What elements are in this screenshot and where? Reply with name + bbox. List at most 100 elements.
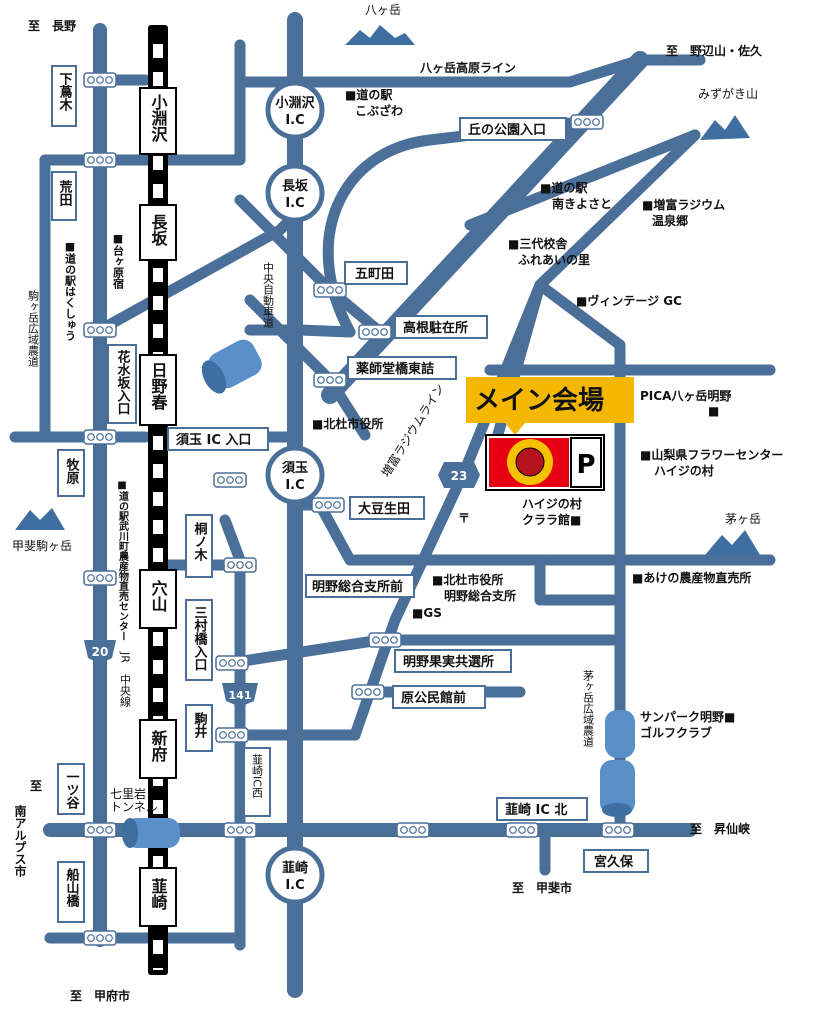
svg-text:長坂: 長坂 — [282, 178, 309, 194]
poi-gs: ■GS — [412, 606, 442, 620]
mountains: 八ヶ岳 みずがき山 茅ヶ岳 甲斐駒ヶ岳 — [12, 3, 761, 555]
intersection-sudama-ic-entrance: 須玉 IC 入口 — [167, 427, 269, 451]
traffic-signal-icon — [215, 727, 249, 743]
traffic-signal-icon — [213, 472, 247, 488]
intersection-arata: 荒田 — [51, 171, 77, 221]
svg-text:23: 23 — [451, 469, 468, 483]
label-yatsugatake-kogen: 八ヶ岳高原ライン — [419, 60, 516, 75]
svg-text:三村橋入口: 三村橋入口 — [192, 606, 208, 671]
traffic-signal-icon — [223, 822, 257, 838]
svg-text:高根駐在所: 高根駐在所 — [403, 320, 468, 336]
svg-text:I.C: I.C — [285, 196, 304, 211]
ic-sudama: 須玉 I.C — [265, 445, 325, 505]
poi-flower-center-2: ハイジの村 — [654, 463, 714, 478]
poi-masutomi-onsen-1: ■増富ラジウム — [642, 197, 725, 212]
mountain-icon — [705, 530, 760, 555]
poi-akeno-branch-2: 明野総合支所 — [444, 588, 516, 603]
tunnels — [122, 339, 635, 848]
road-nagasaka-ic — [244, 324, 356, 338]
svg-text:宮久保: 宮久保 — [594, 854, 634, 870]
route-20-shield: 20 — [84, 640, 116, 664]
hinoharu-tunnel — [201, 339, 262, 394]
station-hinoharu: 日野春 — [139, 354, 177, 426]
poi-michinoeki-kobuchizawa-1: ■道の駅 — [345, 87, 393, 102]
intersection-akeno-fruit: 明野果実共選所 — [394, 649, 512, 673]
direction-kofu: 至 甲府市 — [70, 988, 130, 1003]
traffic-signal-icon — [313, 282, 347, 298]
intersection-takane: 高根駐在所 — [394, 315, 488, 339]
mountain-mizugaki-label: みずがき山 — [698, 86, 758, 101]
poi-hokuto-city-hall: ■北杜市役所 — [312, 416, 383, 431]
label-jr-chuo: JR 中央線 — [119, 651, 132, 707]
venue-marker: P — [485, 434, 605, 491]
interchanges: 小淵沢 I.C 長坂 I.C 須玉 I.C 韮崎 I.C — [265, 80, 325, 905]
svg-text:I.C: I.C — [285, 113, 304, 128]
svg-text:五町田: 五町田 — [355, 267, 394, 282]
svg-text:大豆生田: 大豆生田 — [358, 501, 410, 517]
road-akeno-loop — [534, 554, 626, 606]
traffic-signal-icon — [223, 557, 257, 573]
direction-nobeyama-saku: 至 野辺山・佐久 — [666, 43, 763, 58]
mountain-icon — [700, 115, 750, 140]
label-shichiriiwa-1: 七里岩 — [110, 786, 146, 801]
mountain-kaikoma-label: 甲斐駒ヶ岳 — [12, 539, 72, 553]
station-nagasaka: 長坂 — [139, 204, 177, 261]
svg-text:原公民館前: 原公民館前 — [401, 690, 466, 706]
svg-text:花水坂入口: 花水坂入口 — [115, 349, 131, 415]
poi-vintage-gc: ■ヴィンテージ GC — [576, 293, 682, 308]
svg-text:牧原: 牧原 — [64, 457, 80, 485]
poi-sunpark-2: ゴルフクラブ — [640, 725, 712, 740]
poi-michinoeki-hakushu: ■道の駅はくしゅう — [64, 240, 78, 341]
intersection-hanamizuzaka: 花水坂入口 — [107, 344, 137, 424]
route-141-shield: 141 — [222, 683, 258, 707]
svg-text:船山橋: 船山橋 — [64, 867, 80, 908]
poi-minamikiyosato-1: ■道の駅 — [540, 180, 588, 195]
svg-text:日野春: 日野春 — [149, 362, 169, 411]
svg-text:韮崎: 韮崎 — [282, 860, 308, 876]
svg-text:長坂: 長坂 — [149, 214, 168, 247]
road-vintage — [534, 279, 626, 836]
svg-text:明野総合支所前: 明野総合支所前 — [312, 579, 403, 595]
main-venue: メイン会場 P 〒 — [458, 377, 634, 525]
svg-text:小淵沢: 小淵沢 — [275, 95, 315, 111]
label-shichiriiwa-2: トンネル — [110, 800, 158, 814]
poi-minamikiyosato-2: 南きよさと — [552, 196, 612, 211]
svg-text:新府: 新府 — [149, 729, 168, 763]
mountain-kaya-label: 茅ヶ岳 — [725, 512, 761, 526]
traffic-signal-icon — [83, 429, 117, 445]
intersection-oka-park: 丘の公園入口 — [459, 117, 567, 141]
post-office-mark: 〒 — [458, 511, 470, 525]
traffic-signals — [83, 72, 635, 946]
svg-text:韮崎 IC 北: 韮崎 IC 北 — [505, 802, 567, 818]
direction-minami-alps-1: 至 — [30, 779, 42, 793]
traffic-signal-icon — [601, 822, 635, 838]
label-kayagatake-farm: 茅ヶ岳広域農道 — [582, 670, 595, 747]
route-23-shield: 23 — [438, 462, 480, 488]
intersection-daizuoda: 大豆生田 — [349, 496, 425, 520]
intersection-nirasaki-ic-west: 韮崎IC西 — [243, 747, 271, 817]
traffic-signal-icon — [368, 632, 402, 648]
ic-nirasaki: 韮崎 I.C — [265, 845, 325, 905]
poi-michinoeki-kobuchizawa-2: こぶざわ — [355, 103, 403, 118]
intersection-miyakubo: 宮久保 — [583, 849, 649, 873]
intersection-funayamabashi: 船山橋 — [57, 861, 85, 923]
poi-pica: PICA八ヶ岳明野 — [640, 388, 731, 403]
main-venue-label: メイン会場 — [474, 386, 604, 416]
parking-label: P — [576, 450, 595, 480]
svg-text:駒井: 駒井 — [192, 711, 209, 739]
station-nirasaki: 韮崎 — [139, 867, 177, 927]
svg-text:141: 141 — [229, 689, 252, 702]
svg-text:桐ノ木: 桐ノ木 — [192, 521, 209, 562]
mountain-icon — [345, 25, 415, 45]
direction-shosenkyo: 至 昇仙峡 — [690, 821, 750, 836]
road-mizugaki — [464, 129, 701, 231]
intersection-akeno-sogoshisho: 明野総合支所前 — [305, 574, 415, 598]
poi-sunpark-1: サンパーク明野■ — [640, 710, 735, 724]
ic-kobuchizawa: 小淵沢 I.C — [265, 80, 325, 140]
direction-kai: 至 甲斐市 — [512, 880, 572, 895]
poi-pica-marker: ■ — [708, 404, 719, 418]
sunflower-icon — [507, 439, 553, 485]
svg-text:I.C: I.C — [285, 478, 304, 493]
poi-masutomi-onsen-2: 温泉郷 — [652, 213, 688, 228]
